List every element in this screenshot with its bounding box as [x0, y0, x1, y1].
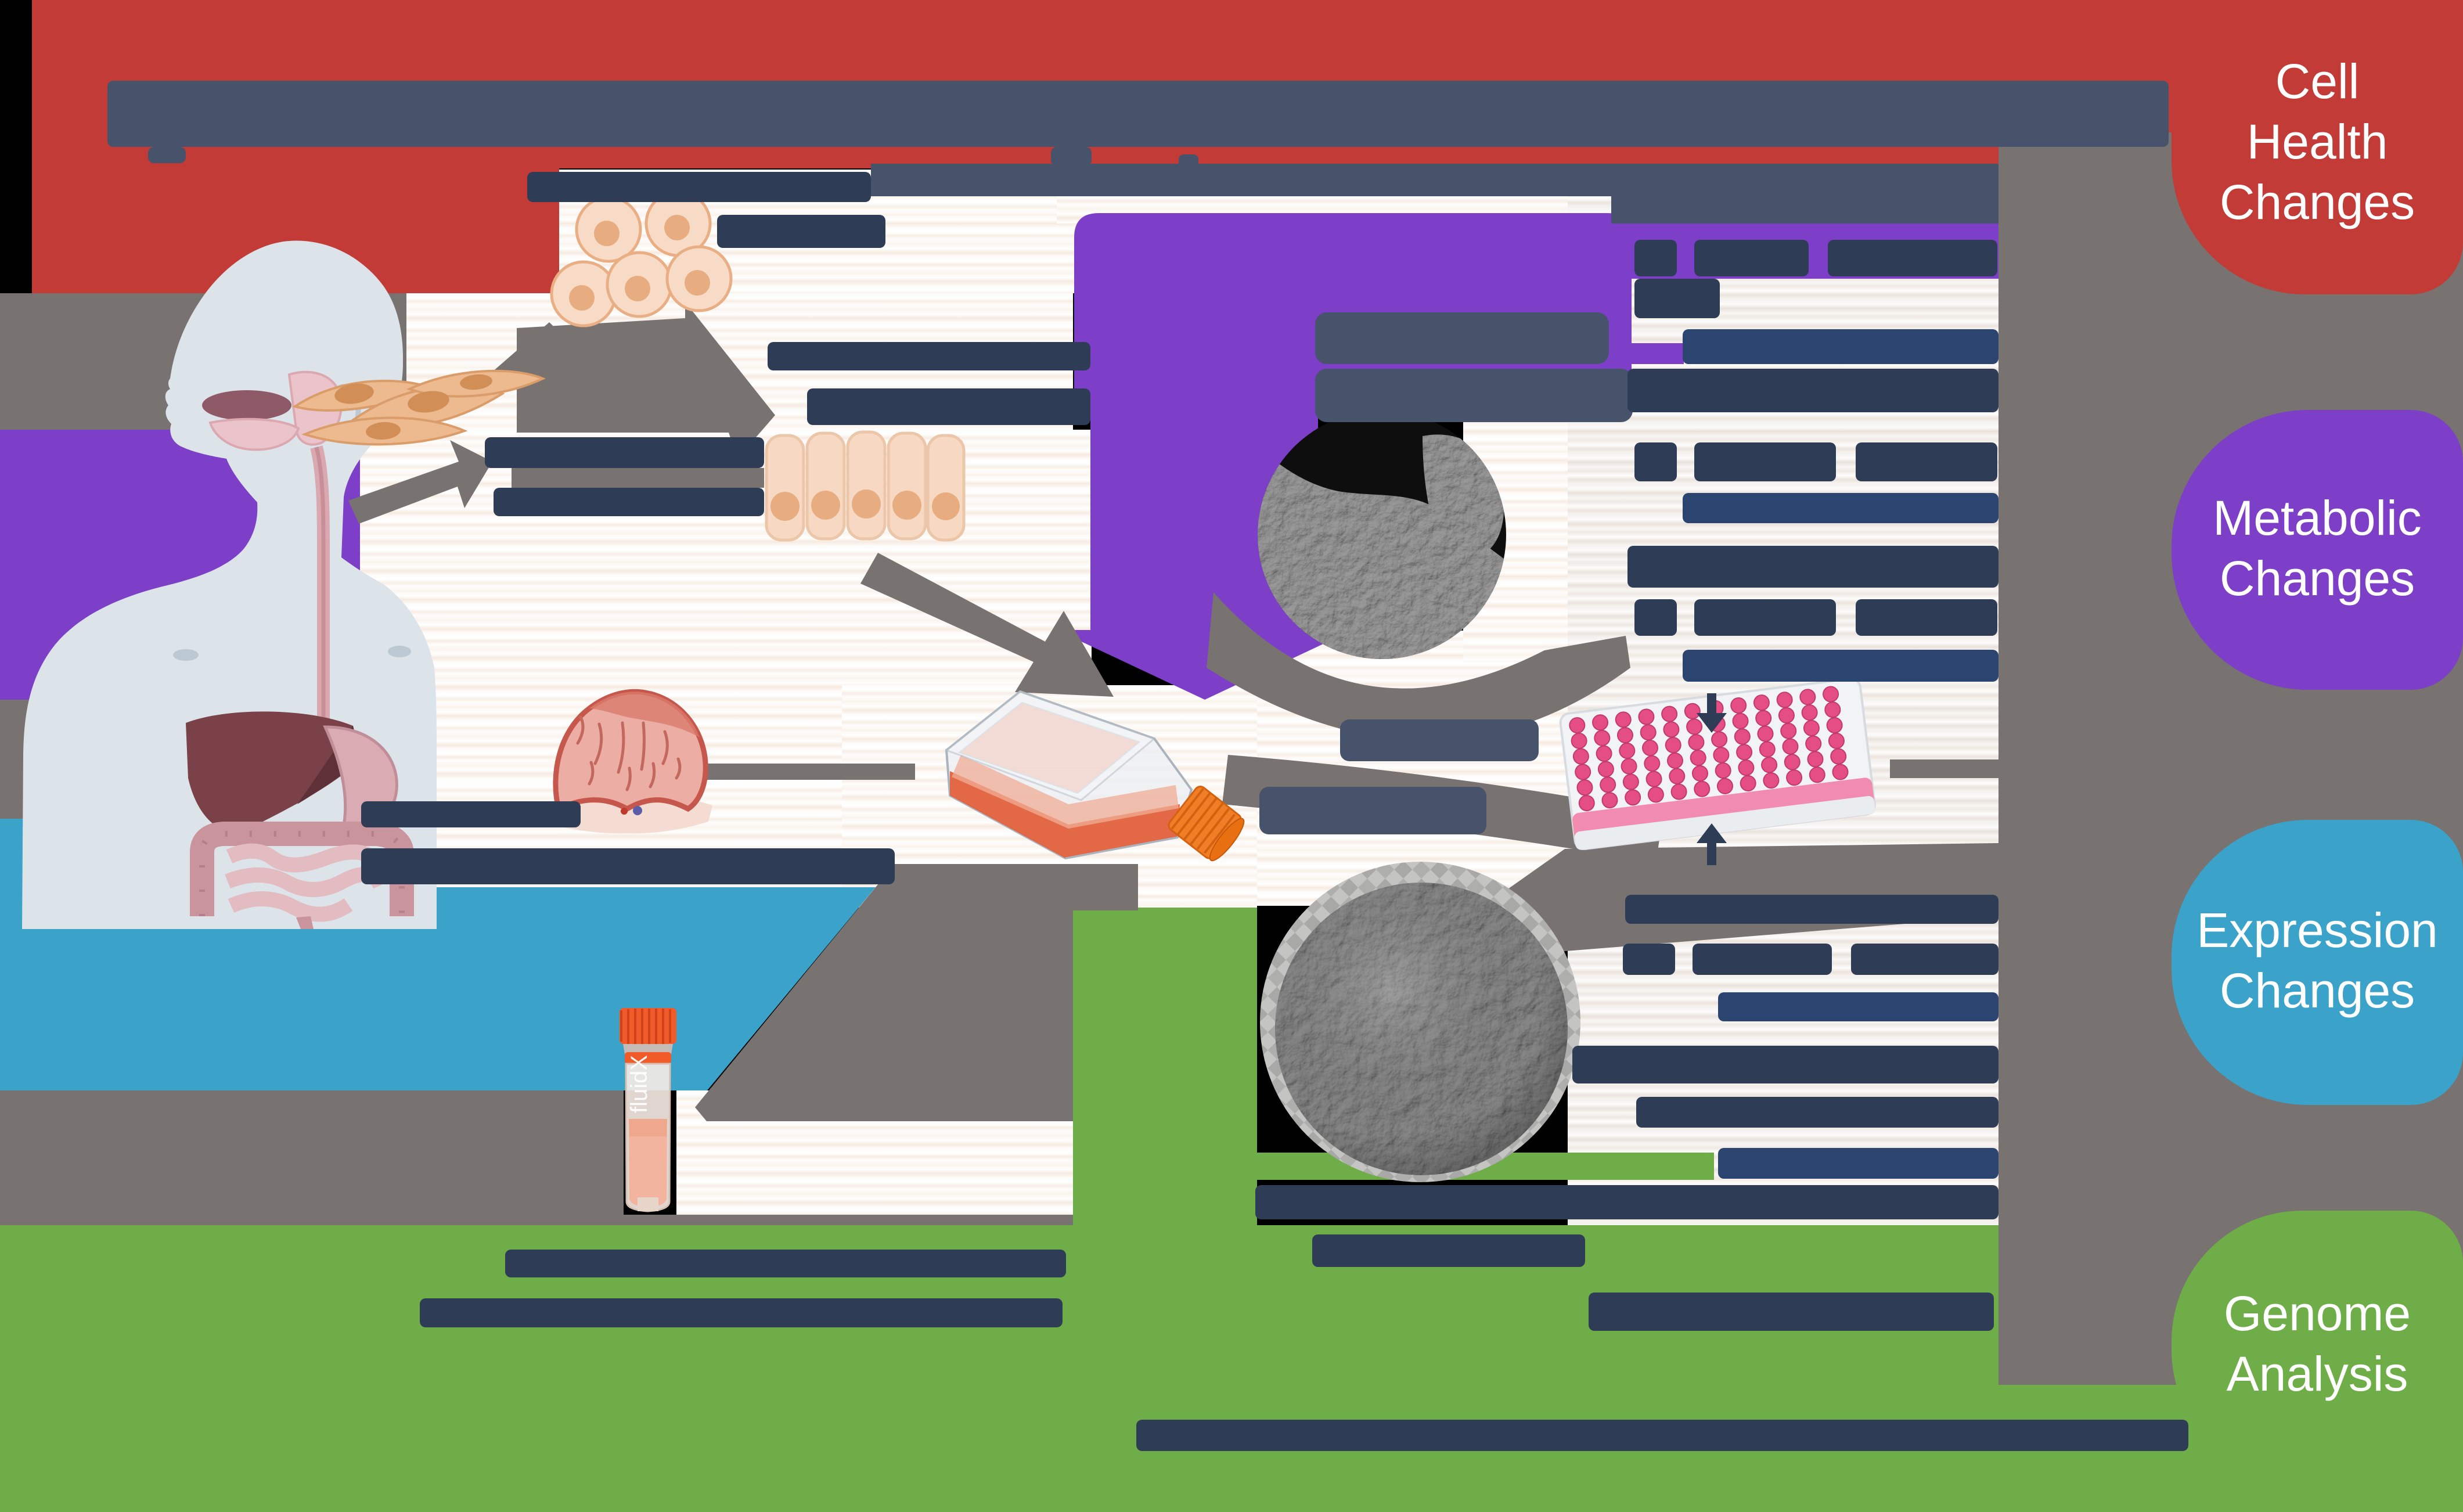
svg-text:fluidX: fluidX — [626, 1055, 652, 1113]
